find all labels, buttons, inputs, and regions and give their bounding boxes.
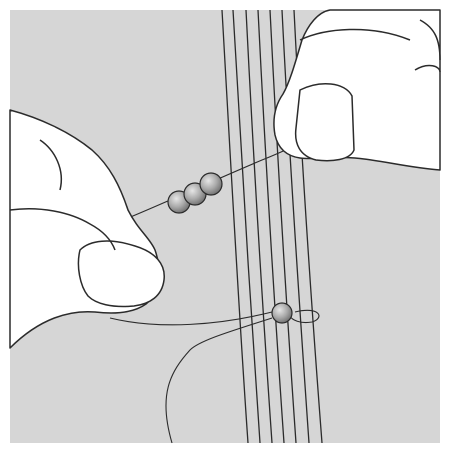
bead (200, 173, 222, 195)
warp-bead (272, 303, 292, 323)
